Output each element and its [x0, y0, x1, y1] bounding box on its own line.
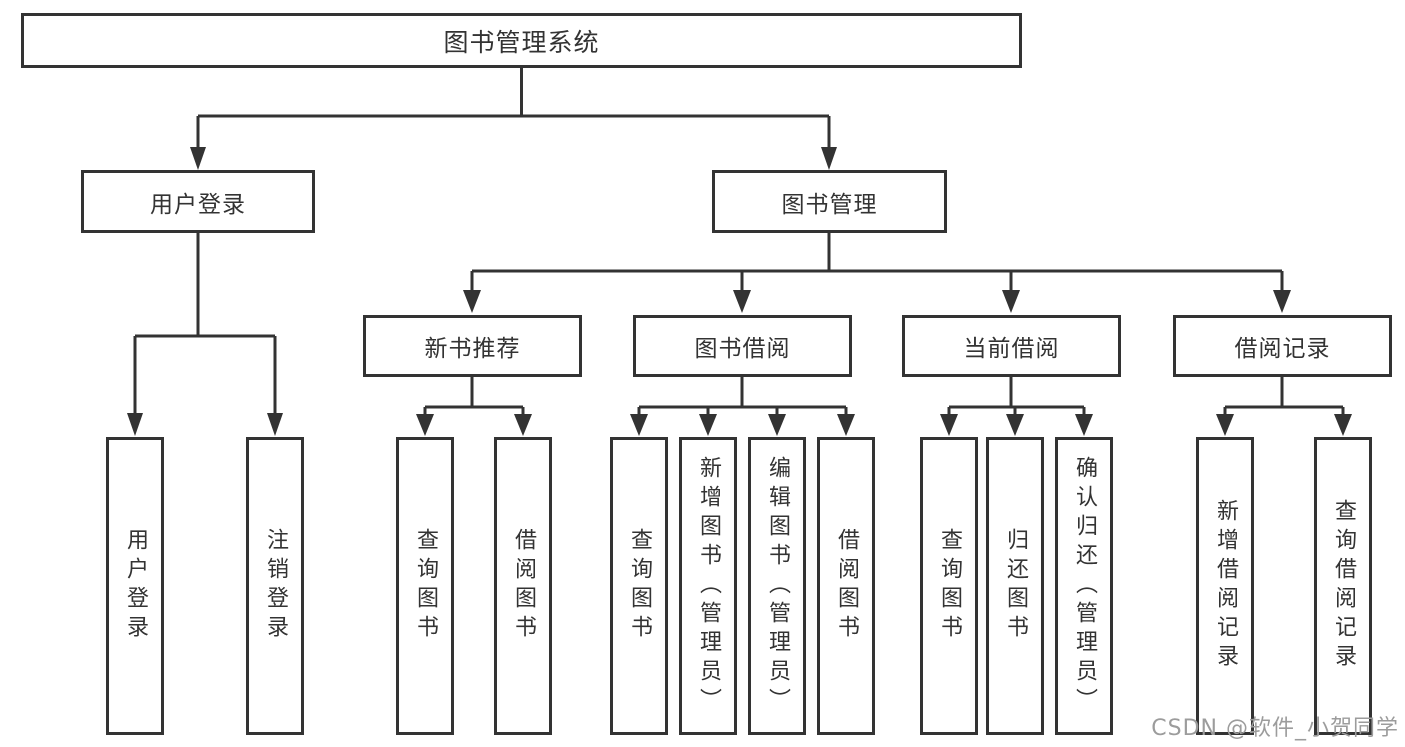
leaf-query-books-current-label: 查询图书	[937, 528, 962, 644]
leaf-add-borrow-record-label: 新增借阅记录	[1213, 499, 1238, 673]
leaf-borrow-books: 借阅图书	[817, 437, 875, 735]
leaf-user-login: 用户登录	[106, 437, 164, 735]
node-borrow-record-label: 借阅记录	[1234, 336, 1331, 362]
leaf-edit-books-admin-label: 编辑图书（管理员）	[765, 455, 790, 717]
leaf-edit-books-admin: 编辑图书（管理员）	[748, 437, 806, 735]
leaf-query-books-recommend-label: 查询图书	[413, 528, 438, 644]
leaf-user-login-label: 用户登录	[123, 528, 148, 644]
leaf-add-borrow-record: 新增借阅记录	[1196, 437, 1254, 735]
leaf-add-books-admin: 新增图书（管理员）	[679, 437, 737, 735]
leaf-query-borrow-record: 查询借阅记录	[1314, 437, 1372, 735]
leaf-query-books-borrow: 查询图书	[610, 437, 668, 735]
node-book-management: 图书管理	[712, 170, 947, 233]
leaf-add-books-admin-label: 新增图书（管理员）	[696, 455, 721, 717]
leaf-query-borrow-record-label: 查询借阅记录	[1331, 499, 1356, 673]
node-current-borrow-label: 当前借阅	[963, 336, 1060, 362]
node-user-login-label: 用户登录	[150, 191, 246, 218]
leaf-borrow-books-recommend: 借阅图书	[494, 437, 552, 735]
leaf-confirm-return-admin: 确认归还（管理员）	[1055, 437, 1113, 735]
watermark: CSDN @软件_小贺同学	[1151, 716, 1399, 741]
node-book-borrow: 图书借阅	[633, 315, 852, 377]
leaf-logout-label: 注销登录	[263, 528, 288, 644]
node-new-book-recommend: 新书推荐	[363, 315, 582, 377]
node-root: 图书管理系统	[21, 13, 1022, 68]
arrowheads	[127, 147, 1352, 436]
node-borrow-record: 借阅记录	[1173, 315, 1392, 377]
node-root-label: 图书管理系统	[443, 27, 600, 57]
node-book-borrow-label: 图书借阅	[694, 336, 791, 362]
leaf-borrow-books-label: 借阅图书	[834, 528, 859, 644]
leaf-logout: 注销登录	[246, 437, 304, 735]
leaf-return-books-label: 归还图书	[1003, 528, 1028, 644]
leaf-confirm-return-admin-label: 确认归还（管理员）	[1072, 455, 1097, 717]
node-current-borrow: 当前借阅	[902, 315, 1121, 377]
node-user-login: 用户登录	[81, 170, 315, 233]
node-book-management-label: 图书管理	[781, 191, 878, 218]
leaf-return-books: 归还图书	[986, 437, 1044, 735]
leaf-query-books-borrow-label: 查询图书	[627, 528, 652, 644]
leaf-borrow-books-recommend-label: 借阅图书	[511, 528, 536, 644]
leaf-query-books-current: 查询图书	[920, 437, 978, 735]
node-new-book-recommend-label: 新书推荐	[424, 336, 521, 362]
leaf-query-books-recommend: 查询图书	[396, 437, 454, 735]
